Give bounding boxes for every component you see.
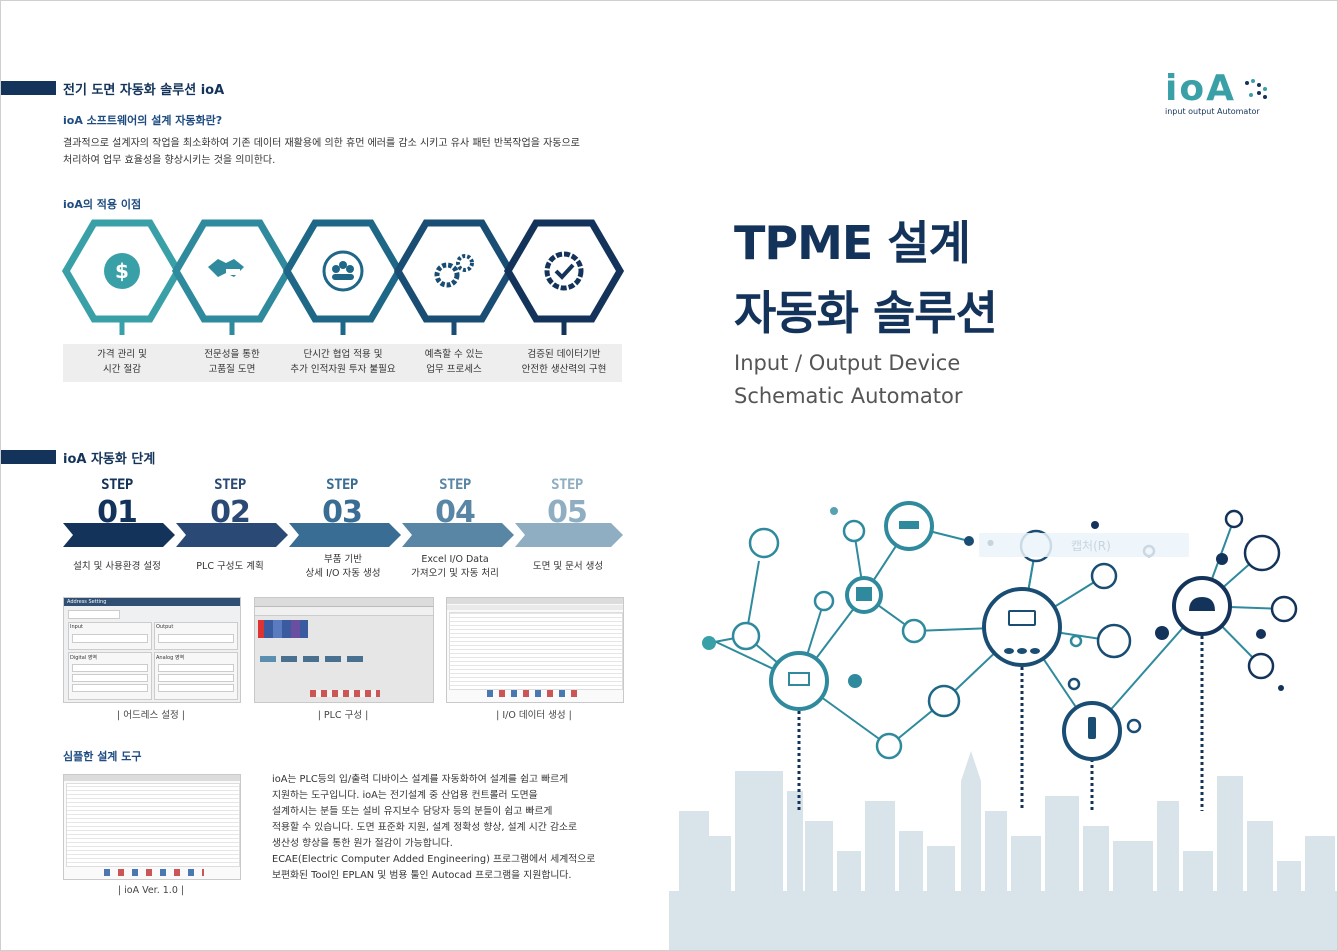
io-data-screenshot: [446, 597, 624, 703]
benefit-hexagons: $: [61, 219, 625, 335]
step-arrow-3: [289, 523, 401, 547]
step-arrow-1: [63, 523, 175, 547]
overlay-dot-icon: ●: [987, 538, 994, 547]
handshake-icon: [208, 259, 244, 277]
city-skyline: [669, 751, 1337, 950]
intro-line: 결과적으로 설계자의 작업을 최소화하여 기존 데이터 재활용에 의한 휴먼 에…: [63, 138, 580, 149]
step-desc-1: 설치 및 사용환경 설정: [73, 561, 161, 572]
hero-title-line1: TPME 설계: [734, 216, 971, 270]
step-word-3: STEP: [326, 477, 358, 493]
step-arrows: [63, 523, 623, 547]
ioa-logo: ioA: [1165, 68, 1236, 109]
section-bar: [1, 450, 56, 464]
hero-subtitle-line2: Schematic Automator: [734, 384, 963, 408]
step-word-5: STEP: [551, 477, 583, 493]
tool-line: 지원하는 도구입니다. ioA는 전기설계 중 산업용 컨트롤러 도면을: [272, 790, 538, 801]
ioa-version-screenshot: [63, 774, 241, 880]
step-word-2: STEP: [214, 477, 246, 493]
address-setting-screenshot: Address Setting Input Output Digital 영역 …: [63, 597, 241, 703]
benefits-title: ioA의 적용 이점: [63, 198, 142, 211]
tool-title: 심플한 설계 도구: [63, 750, 142, 763]
step-desc-5: 도면 및 문서 생성: [532, 561, 604, 572]
step-desc-2: PLC 구성도 계획: [196, 561, 264, 572]
dollar-refresh-icon: $: [104, 253, 140, 289]
svg-text:$: $: [115, 259, 129, 283]
input-label: Input: [70, 624, 83, 630]
caption-io-data: | I/O 데이터 생성 |: [496, 710, 572, 721]
capture-overlay: ● 캡처(R): [979, 533, 1189, 557]
logo-tagline: input output Automator: [1165, 107, 1260, 116]
caption-address-setting: | 어드레스 설정 |: [117, 710, 185, 721]
intro-paragraph: 결과적으로 설계자의 작업을 최소화하여 기존 데이터 재활용에 의한 휴먼 에…: [63, 135, 580, 169]
overlay-text: 캡처(R): [1071, 539, 1111, 553]
benefit-label-box: [63, 344, 622, 382]
digital-label: Digital 영역: [70, 655, 98, 661]
caption-plc-config: | PLC 구성 |: [317, 710, 369, 721]
step-arrow-4: [402, 523, 514, 547]
tool-line: ECAE(Electric Computer Added Engineering…: [272, 854, 596, 865]
caption-ioa-version: | ioA Ver. 1.0 |: [117, 885, 185, 896]
tool-line: ioA는 PLC등의 입/출력 디바이스 설계를 자동화하여 설계를 쉽고 빠르…: [272, 774, 569, 785]
benefit-hexagon-3: [282, 219, 404, 323]
tool-line: 생산성 향상을 통한 원가 절감이 가능합니다.: [272, 838, 453, 849]
section-bar: [1, 81, 56, 95]
plc-config-screenshot: [254, 597, 434, 703]
tool-line: 설계하시는 분들 또는 설비 유지보수 담당자 등의 분들이 쉽고 빠르게: [272, 806, 553, 817]
step-arrow-5: [515, 523, 623, 547]
network-diagram: [702, 501, 1298, 811]
window-titlebar: Address Setting: [64, 598, 240, 606]
hero-subtitle-line1: Input / Output Device: [734, 351, 961, 375]
tool-line: 적용할 수 있습니다. 도면 표준화 지원, 설계 정확성 향상, 설계 시간 …: [272, 822, 577, 833]
gears-icon: [434, 254, 474, 288]
output-label: Output: [156, 624, 174, 630]
hero-title-line2: 자동화 솔루션: [734, 286, 998, 340]
subtitle-automation: ioA 소프트웨어의 설계 자동화란?: [63, 114, 223, 127]
step-word-4: STEP: [439, 477, 471, 493]
analog-label: Analog 영역: [156, 655, 185, 661]
step-arrow-2: [176, 523, 288, 547]
team-cycle-icon: [322, 250, 364, 292]
verified-badge-icon: [544, 251, 584, 291]
benefit-hexagon-5: [503, 219, 625, 323]
tool-line: 보편화된 Tool인 EPLAN 및 범용 툴인 Autocad 프로그램을 지…: [272, 870, 572, 881]
logo-dots-icon: [1245, 79, 1267, 99]
section-title-solution: 전기 도면 자동화 솔루션 ioA: [63, 83, 225, 98]
intro-line: 처리하여 업무 효율성을 향상시키는 것을 의미한다.: [63, 155, 276, 166]
step-word-1: STEP: [101, 477, 133, 493]
section-title-steps: ioA 자동화 단계: [63, 452, 156, 467]
tool-description: ioA는 PLC등의 입/출력 디바이스 설계를 자동화하여 설계를 쉽고 빠르…: [272, 772, 595, 884]
